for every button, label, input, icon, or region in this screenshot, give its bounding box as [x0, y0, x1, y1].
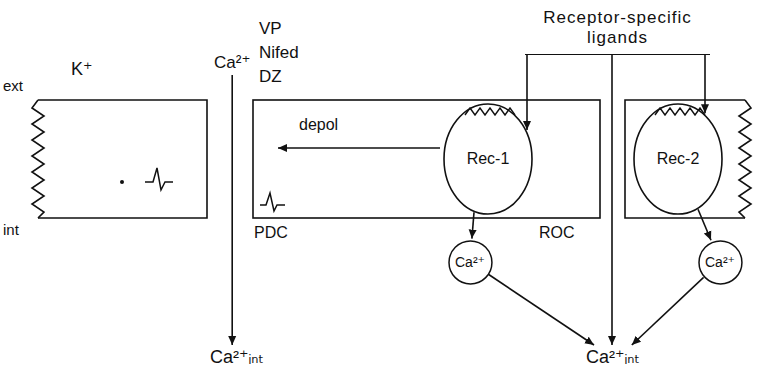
side-label: ext: [2, 78, 24, 95]
node-text: Ca²⁺ᵢₙₜ: [586, 346, 640, 368]
node-text: Ca²⁺: [705, 254, 735, 270]
binding-site: [465, 108, 515, 115]
node-text: Ca²⁺: [455, 254, 485, 270]
depol-arrow: [278, 147, 440, 149]
connector-arrow: [472, 212, 474, 238]
node-content: Ca²⁺: [698, 240, 743, 285]
node-content: Rec-1: [443, 103, 533, 215]
ion-label: K⁺: [70, 60, 94, 80]
node-text: Ca²⁺: [214, 52, 250, 73]
side-label: int: [2, 222, 20, 239]
node-text: Receptor-specific ligands: [525, 8, 710, 48]
calcium-circle-outline: [449, 241, 492, 284]
calcium-circle: Ca²⁺: [698, 240, 743, 285]
node-content: Ca²⁺: [448, 240, 493, 285]
connector-arrow: [698, 209, 711, 240]
node-text: Rec-1: [467, 150, 510, 168]
membrane-segment: [32, 100, 207, 218]
drug-label: Nifed: [258, 44, 300, 63]
receptor-oval: Rec-2: [633, 103, 723, 215]
membrane-segment: [253, 100, 600, 218]
node-content: Ca²⁺ᵢₙₜ: [586, 346, 640, 368]
connector-arrow: [704, 55, 706, 113]
connector-arrow: [489, 275, 594, 346]
action-potential-symbol: [260, 193, 285, 211]
action-potential-symbol: [145, 168, 173, 190]
channel-label: ROC: [538, 224, 576, 242]
drug-label: VP: [258, 20, 283, 39]
receptor-ellipse: [444, 104, 532, 214]
receptor-ellipse: [634, 104, 722, 214]
drug-label: DZ: [258, 68, 283, 87]
calcium-circle: Ca²⁺: [448, 240, 493, 285]
connector-arrow: [231, 75, 233, 345]
receptor-oval: Rec-1: [443, 103, 533, 215]
connector-arrow: [526, 55, 528, 130]
node-text: Rec-2: [657, 150, 700, 168]
membrane-segment: [625, 100, 751, 218]
connector-arrow: [632, 277, 704, 345]
connector-arrow: [611, 55, 613, 345]
node-content: Ca²⁺: [214, 52, 250, 73]
ion-label: Ca²⁺ᵢₙₜ: [210, 346, 264, 368]
channel-label: PDC: [253, 224, 289, 242]
node-content: Receptor-specific ligands: [525, 8, 710, 48]
node-content: Rec-2: [633, 103, 723, 215]
node-content: Ca²⁺ᵢₙₜ: [210, 346, 264, 368]
process-label: depol: [298, 116, 339, 134]
binding-site: [655, 108, 705, 115]
dot-symbol: [120, 180, 124, 184]
ion-label: Ca²⁺ᵢₙₜ: [586, 346, 640, 368]
ligand-heading: Receptor-specific ligands: [525, 8, 710, 55]
calcium-circle-outline: [699, 241, 742, 284]
ion-label: Ca²⁺: [214, 52, 250, 73]
node-text: Ca²⁺ᵢₙₜ: [210, 346, 264, 368]
